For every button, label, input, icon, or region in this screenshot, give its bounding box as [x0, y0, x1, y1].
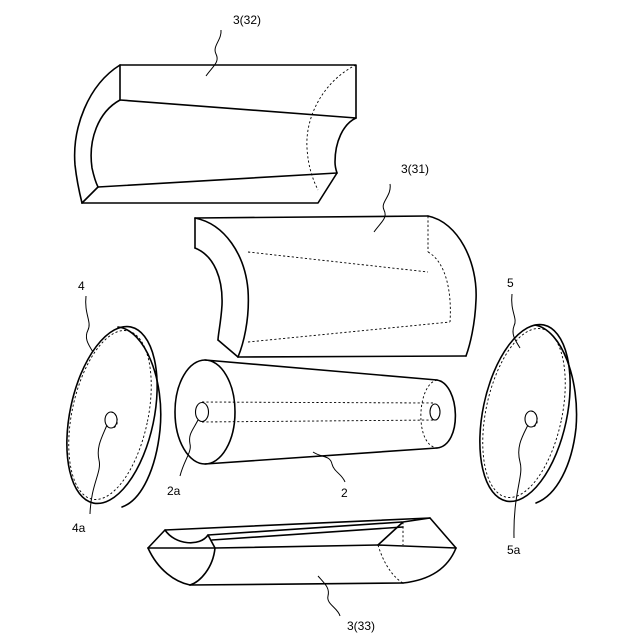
shell-part-32 [75, 65, 356, 203]
shell-part-31 [195, 216, 476, 357]
label-bore-2a: 2a [167, 484, 181, 498]
leader-32 [206, 30, 221, 76]
label-cone-2: 2 [341, 486, 348, 500]
disc-5 [465, 316, 585, 510]
label-hole-4a: 4a [72, 521, 86, 535]
label-disc-5: 5 [507, 276, 514, 290]
label-hole-5a: 5a [507, 543, 521, 557]
reference-labels: 3(32) 3(31) 4 4a 2 2a 5 5a 3(33) [72, 13, 521, 633]
leader-4a [90, 425, 107, 514]
shell-part-33 [148, 518, 456, 585]
label-disc-4: 4 [78, 279, 85, 293]
leader-33 [318, 576, 340, 616]
leader-31 [374, 184, 390, 232]
label-part-33: 3(33) [347, 619, 375, 633]
leader-5a [514, 425, 528, 538]
tapered-core-2 [175, 360, 455, 464]
disc-4 [52, 318, 172, 512]
label-part-32: 3(32) [233, 13, 261, 27]
label-part-31: 3(31) [401, 162, 429, 176]
leader-4 [86, 296, 93, 352]
